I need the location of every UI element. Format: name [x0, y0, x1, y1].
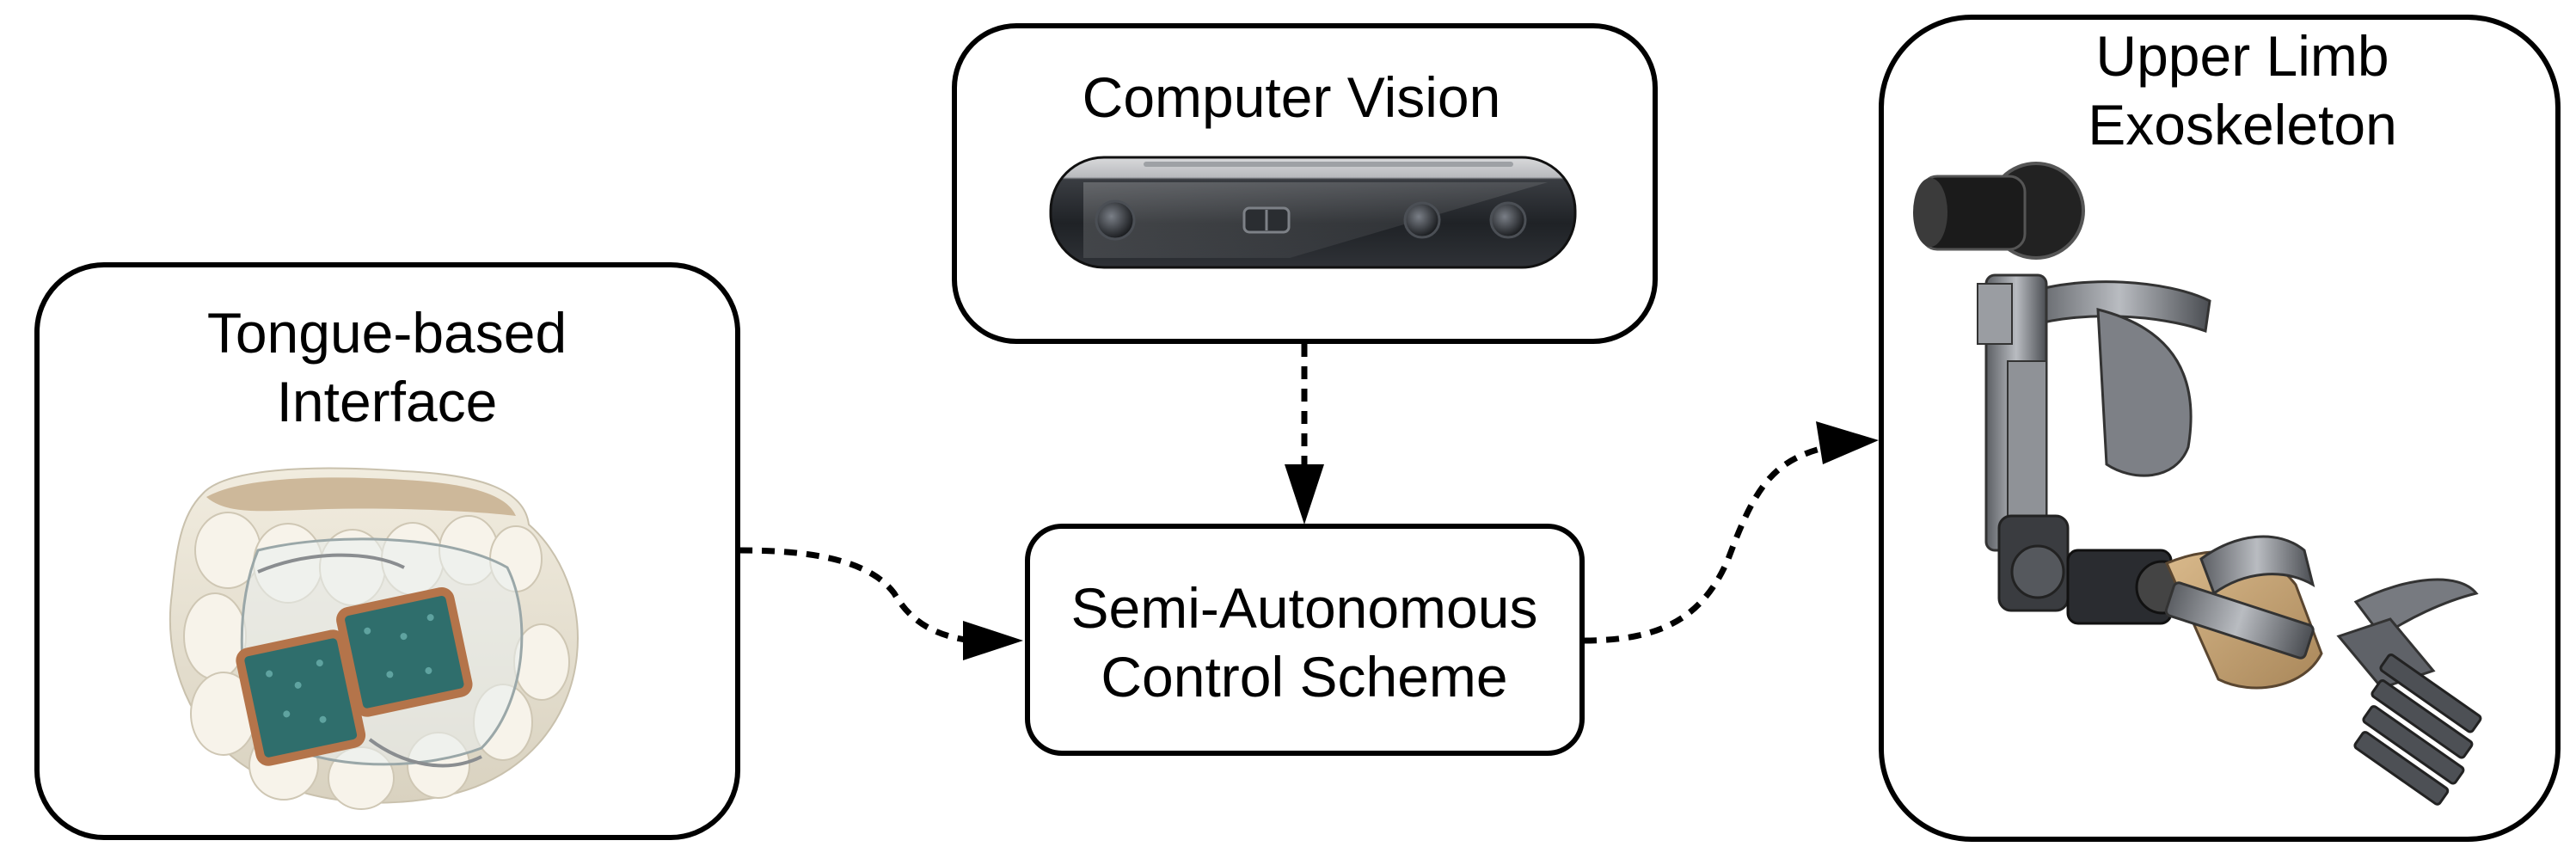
tongue-interface-label-line2: Interface — [277, 370, 498, 433]
control-scheme-label-line1: Semi-Autonomous — [1071, 576, 1538, 640]
edge-tongue-to-control-line — [739, 547, 972, 644]
edge-tongue-to-control-arrowhead — [963, 621, 1023, 660]
dental-tongue-interface-image — [169, 467, 579, 810]
control-scheme-box — [1025, 524, 1585, 756]
depth-camera-image — [1049, 156, 1577, 269]
exoskeleton-arm-image — [1913, 162, 2482, 806]
edge-control-to-exoskeleton-line — [1583, 444, 1828, 644]
exoskeleton-node: Upper Limb Exoskeleton — [1879, 15, 2561, 842]
edge-control-to-exoskeleton-arrowhead — [1816, 421, 1879, 464]
exoskeleton-label-line2: Exoskeleton — [2088, 93, 2397, 156]
tongue-interface-label-line1: Tongue-based — [207, 301, 567, 365]
computer-vision-label: Computer Vision — [1083, 65, 1501, 129]
edge-vision-to-control — [1285, 344, 1324, 525]
tongue-interface-node: Tongue-based Interface — [34, 262, 740, 840]
control-scheme-node: Semi-Autonomous Control Scheme — [1025, 524, 1585, 756]
edge-vision-to-control-arrowhead — [1285, 464, 1324, 525]
edge-tongue-to-control — [739, 547, 1023, 660]
computer-vision-node: Computer Vision — [952, 23, 1658, 344]
exoskeleton-label-line1: Upper Limb — [2095, 24, 2389, 88]
control-scheme-label-line2: Control Scheme — [1101, 645, 1507, 709]
edge-control-to-exoskeleton — [1583, 421, 1879, 644]
